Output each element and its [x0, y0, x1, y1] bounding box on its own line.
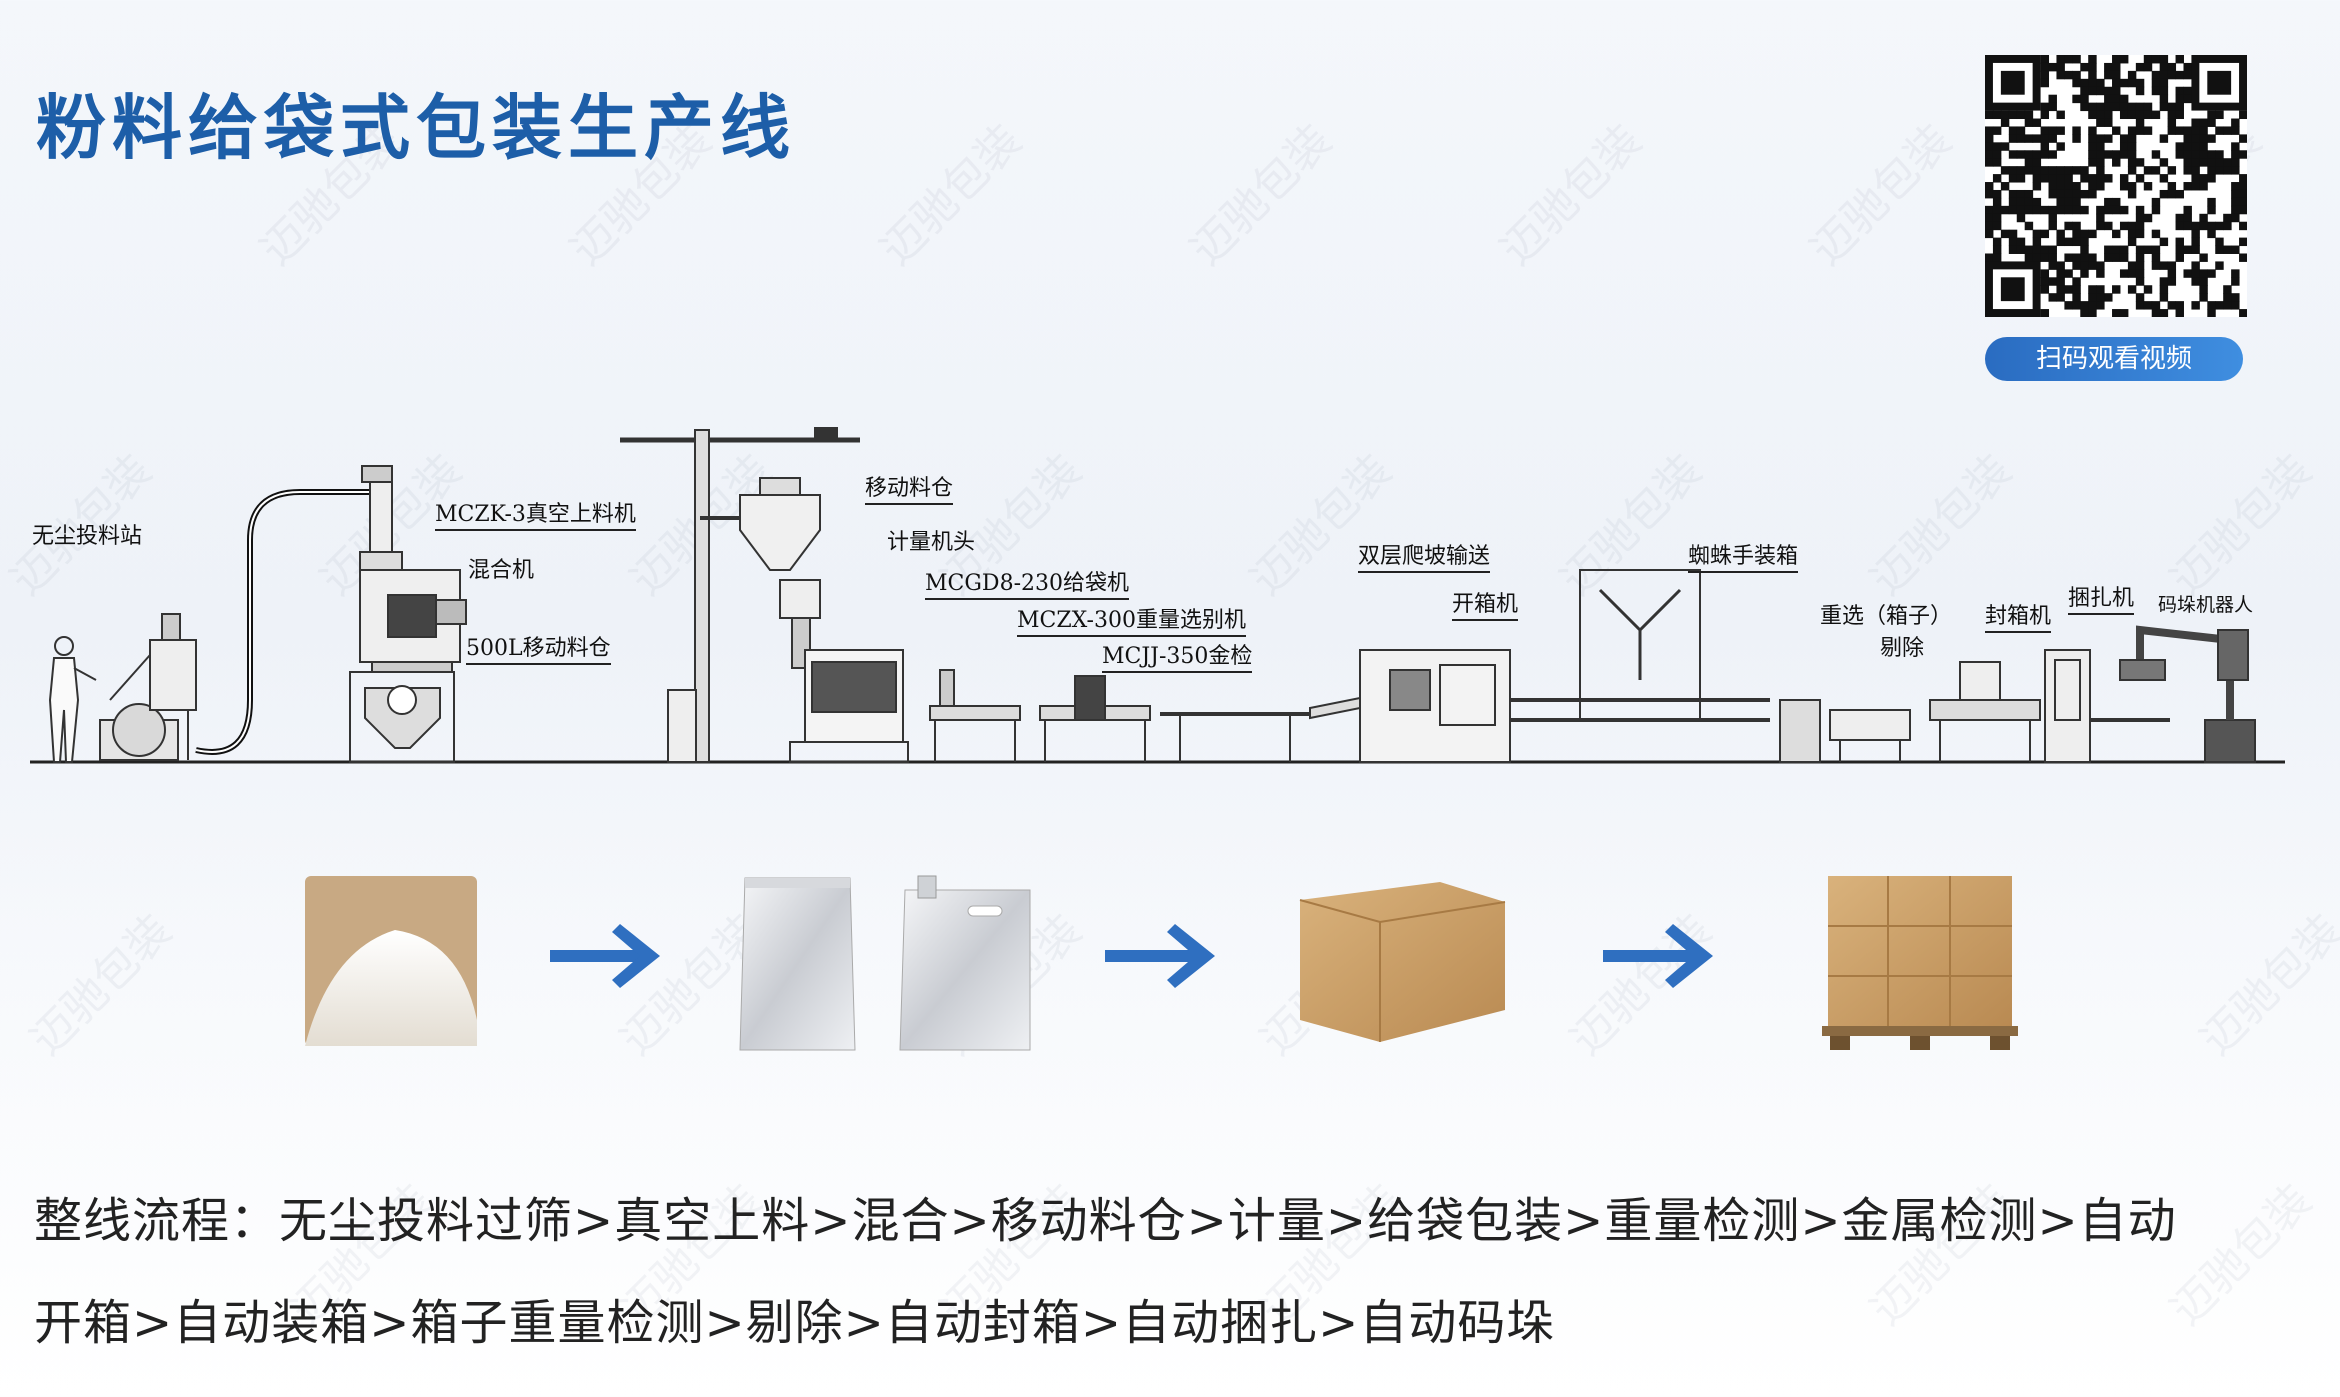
label-reject: 剔除 — [1880, 636, 1925, 661]
label-bag-feeder: MCGD8-230给袋机 — [925, 565, 1129, 600]
label-case-sealer: 封箱机 — [1985, 598, 2052, 633]
label-mobile-bin-500l: 500L移动料仓 — [466, 630, 611, 665]
case-erector — [1359, 649, 1511, 763]
watermark-text: 迈驰包装 — [1180, 114, 1342, 276]
process-line-1: 整线流程：无尘投料过筛>真空上料>混合>移动料仓>计量>给袋包装>重量检测>金属… — [34, 1193, 2177, 1249]
column-crane — [620, 427, 860, 763]
box-checkweigher — [1779, 699, 1911, 763]
checkweigher — [929, 669, 1021, 762]
palletized-boxes-image — [1822, 876, 2018, 1050]
process-description: 整线流程：无尘投料过筛>真空上料>混合>移动料仓>计量>给袋包装>重量检测>金属… — [34, 1170, 2294, 1374]
case-sealer — [1929, 661, 2041, 762]
arrow-right-icon — [1603, 924, 1713, 988]
powder-image — [305, 876, 477, 1046]
qr-code[interactable] — [1985, 55, 2248, 318]
label-dustfree-station: 无尘投料站 — [32, 524, 143, 549]
label-vacuum-loader: MCZK-3真空上料机 — [435, 496, 636, 531]
machine-drawing — [30, 427, 2285, 764]
label-incline-conveyor: 双层爬坡输送 — [1358, 538, 1491, 573]
palletizing-robot — [2119, 625, 2256, 763]
product-flow-graphic — [305, 875, 2018, 1051]
qr-code-image — [1985, 55, 2248, 318]
label-weigher-head: 计量机头 — [887, 530, 976, 555]
label-spider-packer: 蜘蛛手装箱 — [1688, 538, 1799, 573]
vacuum-loader-mixer — [359, 465, 467, 673]
scan-video-button[interactable]: 扫码观看视频 — [1985, 337, 2243, 381]
label-box-checkweigher: 重选（箱子） — [1820, 604, 1953, 629]
carton-box-image — [1299, 882, 1506, 1042]
mobile-bin-500l — [349, 671, 455, 763]
label-mobile-bin: 移动料仓 — [865, 470, 954, 505]
spider-packer — [1510, 569, 1770, 722]
spout-pouch-image — [899, 875, 1031, 1051]
production-line-diagram: 无尘投料站 MCZK-3真空上料机 混合机 500L移动料仓 移动料仓 计量机头… — [0, 400, 2340, 790]
operator-figure — [48, 636, 97, 763]
watermark-text: 迈驰包装 — [870, 114, 1032, 276]
label-case-erector: 开箱机 — [1452, 586, 1519, 621]
label-checkweigher: MCZX-300重量选别机 — [1017, 602, 1246, 637]
label-mixer: 混合机 — [468, 558, 535, 583]
label-strapping-machine: 捆扎机 — [2068, 580, 2135, 615]
strapping-machine — [2044, 649, 2170, 763]
process-line-2: 开箱>自动装箱>箱子重量检测>剔除>自动封箱>自动捆扎>自动码垛 — [34, 1295, 1556, 1351]
weigher-bag-feeder — [779, 579, 909, 763]
watermark-text: 迈驰包装 — [1490, 114, 1652, 276]
label-palletizing-robot: 码垛机器人 — [2158, 594, 2254, 616]
arrow-right-icon — [1105, 924, 1215, 988]
arrow-right-icon — [550, 924, 660, 988]
label-metal-detector: MCJJ-350金检 — [1102, 638, 1253, 673]
feeding-station — [99, 613, 197, 761]
foil-pouch-image — [739, 877, 856, 1051]
metal-detector — [1039, 675, 1151, 762]
product-flow — [0, 860, 2340, 1060]
page-title: 粉料给袋式包装生产线 — [36, 87, 796, 169]
watermark-text: 迈驰包装 — [1800, 114, 1962, 276]
